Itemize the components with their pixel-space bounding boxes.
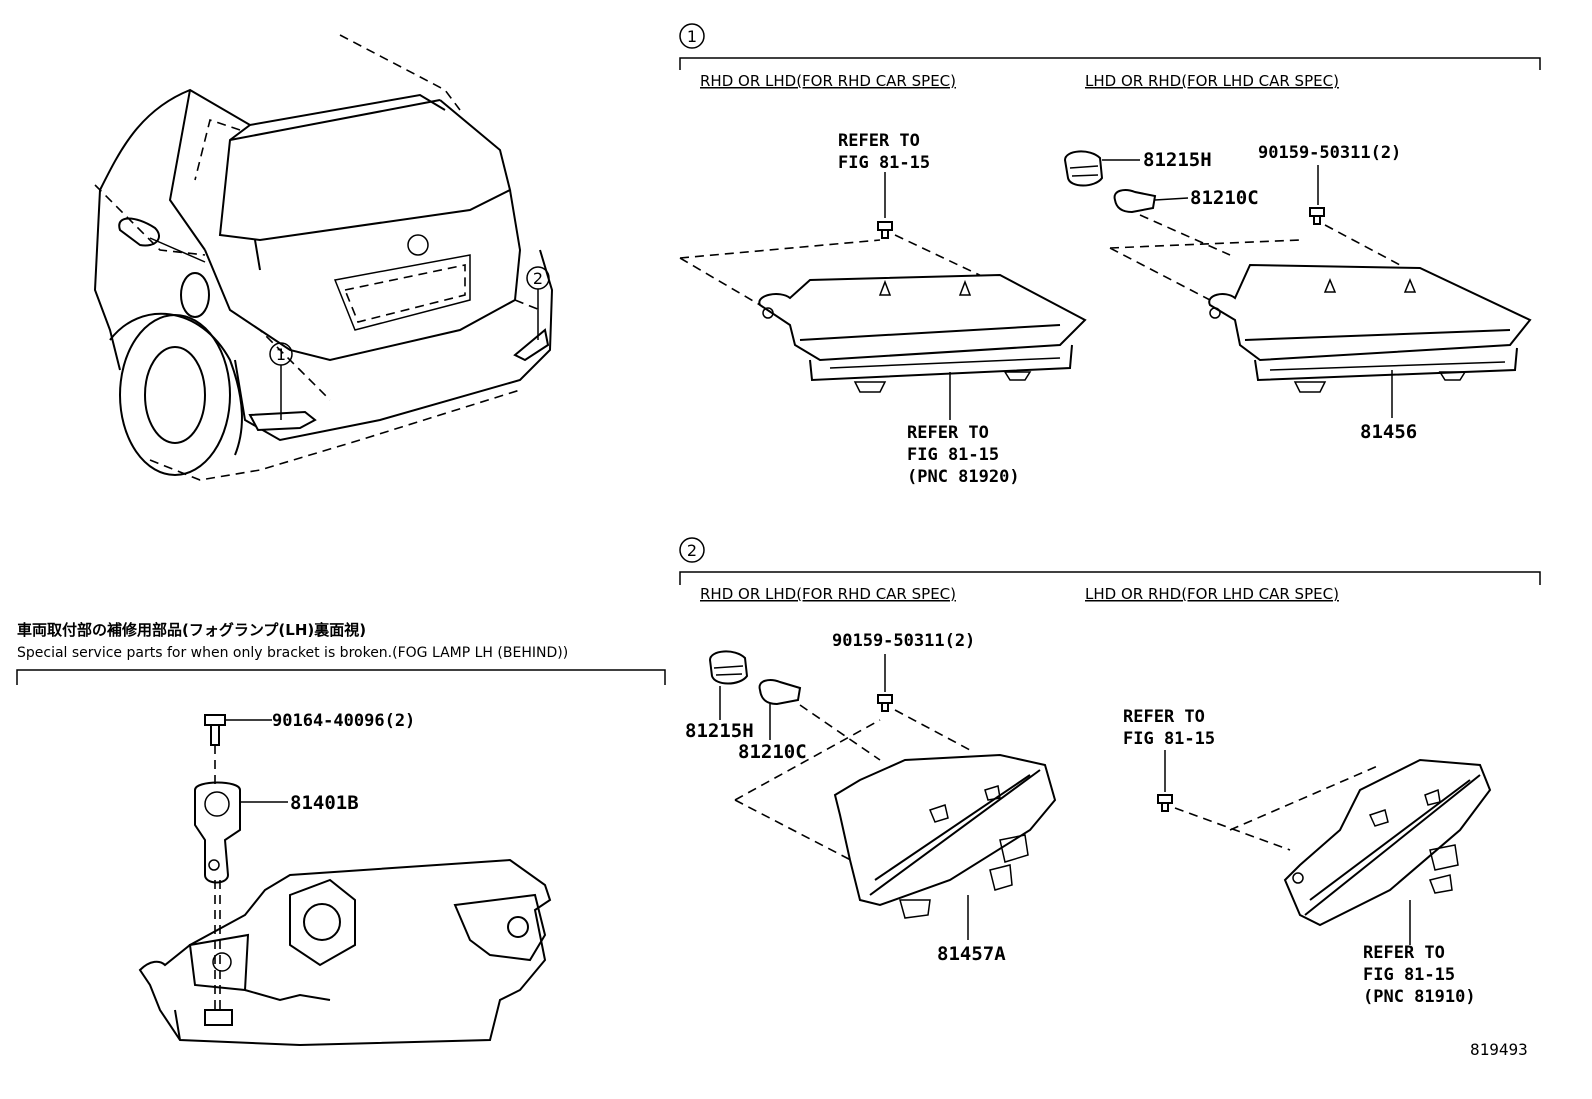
screw-part-number: 90164-40096(2)	[272, 711, 415, 731]
section-2-bracket	[679, 571, 1541, 585]
callout-2-label: 2	[533, 269, 543, 288]
fog-lamp-assembly-81910: REFER TO FIG 81-15 REFER TO FIG 81-15 (P…	[1123, 707, 1492, 1007]
bulb-icon	[1113, 189, 1157, 214]
service-note-title-jp: 車両取付部の補修用部品(フォグランプ(LH)裏面視)	[17, 621, 366, 639]
socket-part-number: 81215H	[1143, 149, 1212, 171]
diagram-id: 819493	[1470, 1040, 1528, 1059]
fog-lamp-assembly-81920: REFER TO FIG 81-15 REFER TO FIG 81-15 (P…	[679, 131, 1087, 487]
section-1-header-right: LHD OR RHD(FOR LHD CAR SPEC)	[1085, 72, 1339, 90]
section-2-header-left: RHD OR LHD(FOR RHD CAR SPEC)	[700, 585, 956, 603]
screw-icon	[877, 221, 893, 239]
screw-icon	[1309, 207, 1325, 225]
lamp-ref-line3: (PNC 81920)	[907, 467, 1020, 487]
section-2-header-right: LHD OR RHD(FOR LHD CAR SPEC)	[1085, 585, 1339, 603]
callout-1-label: 1	[276, 345, 286, 364]
screw-ref-line1: REFER TO	[1123, 707, 1205, 727]
lamp-ref-line2: FIG 81-15	[1363, 965, 1455, 985]
lamp-ref-line2: FIG 81-15	[907, 445, 999, 465]
screw-icon	[877, 694, 893, 712]
socket-icon	[1063, 150, 1104, 187]
screw-part-number: 90159-50311(2)	[1258, 143, 1401, 163]
screw-ref-line1: REFER TO	[838, 131, 920, 151]
service-note-bracket	[16, 669, 666, 685]
section-1-number: 1	[687, 27, 697, 46]
bulb-part-number: 81210C	[738, 741, 807, 763]
bulb-part-number: 81210C	[1190, 187, 1259, 209]
section-1-number-circle	[679, 23, 705, 49]
lamp-ref-line1: REFER TO	[907, 423, 989, 443]
service-note-title-en: Special service parts for when only brac…	[17, 645, 568, 661]
section-1-header-left: RHD OR LHD(FOR RHD CAR SPEC)	[700, 72, 956, 90]
section-2-number-circle	[679, 537, 705, 563]
bulb-icon	[758, 679, 802, 706]
lamp-part-number: 81457A	[937, 943, 1006, 965]
screw-ref-line2: FIG 81-15	[838, 153, 930, 173]
screw-icon	[204, 714, 226, 746]
lamp-ref-line3: (PNC 81910)	[1363, 987, 1476, 1007]
lamp-part-number: 81456	[1360, 421, 1417, 443]
screw-part-number: 90159-50311(2)	[832, 631, 975, 651]
service-parts-panel: 車両取付部の補修用部品(フォグランプ(LH)裏面視) Special servi…	[16, 621, 666, 1047]
section-2: 2 RHD OR LHD(FOR RHD CAR SPEC) LHD OR RH…	[679, 537, 1541, 1007]
socket-part-number: 81215H	[685, 720, 754, 742]
fog-lamp-assembly-81457A: 81215H 81210C 90159-50311(2) 81457A	[685, 631, 1057, 965]
lamp-ref-line1: REFER TO	[1363, 943, 1445, 963]
bracket-part-number: 81401B	[290, 792, 359, 814]
car-rear-illustration: 1 2	[93, 34, 554, 481]
section-1-bracket	[679, 57, 1541, 70]
section-1: 1 RHD OR LHD(FOR RHD CAR SPEC) LHD OR RH…	[679, 23, 1541, 487]
screw-icon	[1157, 794, 1173, 812]
section-2-number: 2	[687, 541, 697, 560]
screw-ref-line2: FIG 81-15	[1123, 729, 1215, 749]
fog-lamp-assembly-81456: 81215H 81210C 90159-50311(2) 81456	[1063, 143, 1532, 443]
